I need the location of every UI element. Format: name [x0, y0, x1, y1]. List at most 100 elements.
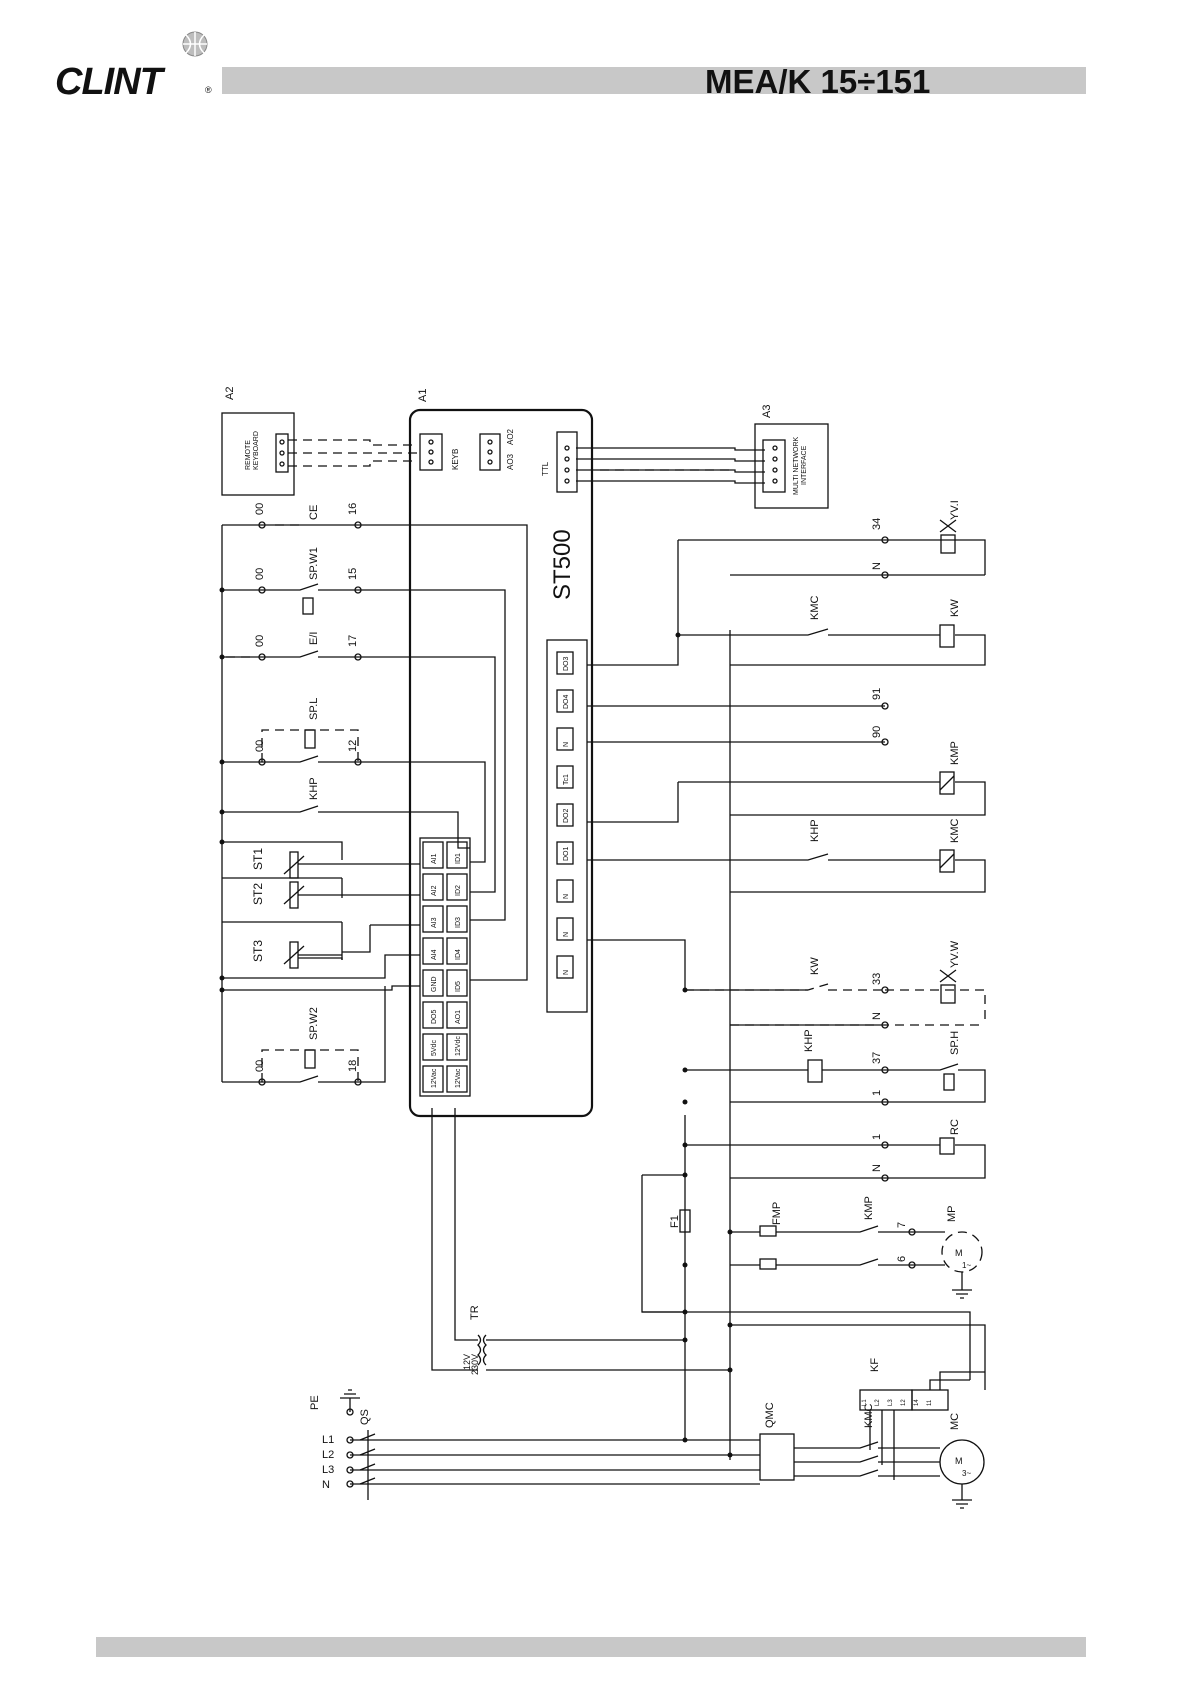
pin-label: ID1	[455, 853, 462, 864]
pin-box	[446, 1065, 468, 1093]
model-title: MEA/K 15÷151	[705, 63, 931, 100]
sensor-st2: ST2	[251, 883, 265, 905]
kf-terminal-label: L2	[875, 1399, 881, 1406]
switch-spw1: SP.W1	[308, 547, 320, 580]
clint-logo: CLINT ®	[55, 31, 215, 105]
pin-box	[556, 917, 574, 941]
kf-terminal-label: 12	[901, 1399, 907, 1406]
pin-box	[446, 1001, 468, 1029]
motor-mp-phase: 1~	[962, 1261, 971, 1270]
coil-kmc: KMC	[949, 819, 961, 844]
transformer-tr: TR	[469, 1305, 481, 1320]
supply-label: N	[322, 1479, 330, 1491]
remote-label-1: REMOTE	[245, 440, 252, 470]
pin-label: DO5	[431, 1010, 438, 1025]
motor-mp-m: M	[955, 1248, 963, 1258]
pin-box	[446, 937, 468, 965]
node-17: 17	[347, 635, 359, 647]
node-n-3: N	[871, 1164, 883, 1172]
valve-yvw: YV.W	[949, 940, 961, 968]
registered-mark: ®	[205, 85, 212, 95]
switch-spw2: SP.W2	[308, 1007, 320, 1040]
supply-label: L3	[322, 1464, 334, 1476]
pin-label: AO1	[455, 1010, 462, 1024]
valve-yvi: YV.I	[949, 500, 961, 520]
pin-label: GND	[431, 976, 438, 992]
pin-box	[556, 765, 574, 789]
node-00-d: 00	[254, 740, 266, 752]
pin-box	[446, 1033, 468, 1061]
node-1-b: 1	[871, 1134, 883, 1140]
kf-terminal-label: 11	[927, 1399, 933, 1406]
pin-box	[446, 841, 468, 869]
ttl-label: TTL	[541, 461, 550, 476]
supply-label: L2	[322, 1449, 334, 1461]
contact-kw: KW	[809, 957, 821, 975]
switch-ce: CE	[308, 505, 320, 520]
pin-label: ID2	[455, 885, 462, 896]
node-90: 90	[871, 726, 883, 738]
node-6: 6	[896, 1256, 908, 1262]
node-16: 16	[347, 503, 359, 515]
pin-label: N	[563, 742, 570, 747]
contactor-kmc: KMC	[863, 1404, 875, 1429]
pin-label: AI4	[431, 949, 438, 960]
pin-label: 5Vdc	[431, 1040, 438, 1056]
motor-mc: MC	[949, 1413, 961, 1430]
node-00-e: 00	[254, 1060, 266, 1072]
node-00-a: 00	[254, 503, 266, 515]
node-34: 34	[871, 518, 883, 530]
pin-label: Tc1	[563, 774, 570, 785]
pin-label: N	[563, 932, 570, 937]
coil-kw: KW	[949, 599, 961, 617]
ao2-label: AO2	[506, 428, 515, 445]
transformer-230v: 230V	[470, 1354, 480, 1375]
pin-label: N	[563, 894, 570, 899]
pin-label: DO3	[563, 657, 570, 672]
label-a3: A3	[761, 405, 773, 418]
pin-label: DO2	[563, 809, 570, 824]
pin-box	[556, 955, 574, 979]
fuse-f1: F1	[669, 1215, 681, 1228]
pin-label: ID5	[455, 981, 462, 992]
remote-keyboard-cable	[288, 439, 418, 467]
pin-box	[556, 841, 574, 865]
coil-kmp: KMP	[949, 741, 961, 765]
supply-terminals: N L3 L2 L1	[322, 1434, 334, 1491]
pin-label: AI3	[431, 917, 438, 928]
motor-mc-m: M	[955, 1456, 963, 1466]
pin-box	[556, 689, 574, 713]
mni-label-1: MULTI NETWORK	[793, 436, 800, 495]
node-91: 91	[871, 688, 883, 700]
node-n-1: N	[871, 562, 883, 570]
brand-name: CLINT	[55, 61, 163, 103]
sensor-st3: ST3	[251, 940, 265, 962]
remote-keyboard-module: A2 REMOTE KEYBOARD	[221, 387, 295, 496]
kf-terminal-label: L3	[888, 1399, 894, 1406]
label-a2: A2	[224, 387, 236, 400]
pin-label: N	[563, 970, 570, 975]
pin-label: 12Vac	[431, 1068, 438, 1088]
node-37: 37	[871, 1052, 883, 1064]
pin-box	[556, 879, 574, 903]
contact-khp: KHP	[308, 777, 320, 800]
pin-box	[556, 651, 574, 675]
pin-label: ID3	[455, 917, 462, 928]
sensor-st1: ST1	[251, 848, 265, 870]
pin-label: DO4	[563, 695, 570, 710]
earth-pe: PE	[309, 1395, 321, 1410]
node-7: 7	[896, 1222, 908, 1228]
pin-box	[422, 905, 444, 933]
label-a1: A1	[417, 389, 429, 402]
contact-kmp: KMP	[863, 1196, 875, 1220]
motor-mp: MP	[946, 1206, 958, 1223]
supply-label: L1	[322, 1434, 334, 1446]
pin-label: ID4	[455, 949, 462, 960]
mni-label-2: INTERFACE	[801, 445, 808, 485]
pin-box	[422, 841, 444, 869]
input-circuit: 00 16 CE 00 15 SP.W1 00 17 E/I 00 12 SP.…	[219, 503, 528, 1086]
multi-network-interface-module: A3 MULTI NETWORK INTERFACE	[754, 405, 829, 509]
